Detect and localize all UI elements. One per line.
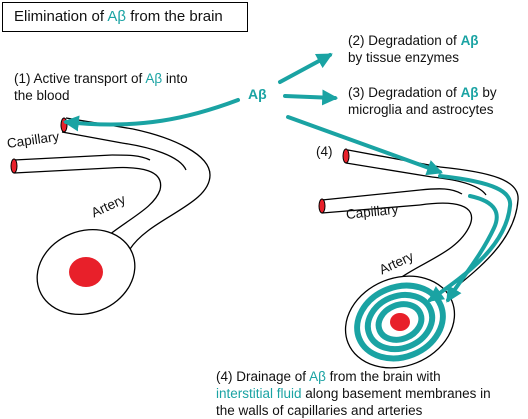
right-artery-drainage-rings: [354, 282, 446, 362]
right-artery-lumen: [390, 313, 410, 331]
step4-interstitial-fluid: interstitial fluid: [216, 386, 302, 401]
arrow-active-transport: [62, 98, 240, 132]
right-capillary-upper-opening: [342, 148, 350, 164]
left-artery-lumen: [69, 257, 103, 287]
step4-marker: (4): [316, 144, 333, 159]
left-capillary-lower-top-wall: [13, 154, 113, 161]
step3-line2: microglia and astrocytes: [348, 102, 494, 117]
step2-abeta: Aβ: [460, 33, 479, 48]
left-artery-upper-wall: [129, 128, 211, 250]
abeta-center-label: Aβ: [248, 86, 267, 102]
right-capillary-upper-bottom-wall: [345, 162, 433, 178]
right-capillary-lower-top-wall: [321, 189, 421, 201]
step3-line1-prefix: (3) Degradation of: [348, 85, 461, 100]
left-capillary-upper-bottom-wall: [61, 131, 123, 144]
step3-abeta: Aβ: [460, 85, 479, 100]
step2-line1-prefix: (2) Degradation of: [348, 33, 461, 48]
step1-line1-suffix: into: [162, 71, 188, 86]
title-prefix: Elimination of: [14, 8, 108, 25]
step2-line2: by tissue enzymes: [348, 50, 460, 65]
step1-line1-prefix: (1) Active transport of: [14, 71, 146, 86]
step4-label: (4) Drainage of Aβ from the brain with i…: [216, 368, 491, 419]
left-capillary-lower-opening: [10, 158, 18, 174]
right-artery-upper-wall: [439, 166, 519, 301]
arrow-microglia: [283, 89, 339, 106]
step4-line3: the walls of capillaries and arteries: [216, 403, 423, 418]
step4-line1-suffix: from the brain with: [325, 369, 441, 384]
diagram-title: Elimination of Aβ from the brain: [2, 2, 248, 32]
title-suffix: from the brain: [126, 8, 223, 25]
step3-line1-suffix: by: [478, 85, 497, 100]
arrow-drainage-wall-inner: [446, 194, 499, 303]
step1-label: (1) Active transport of Aβ into the bloo…: [14, 70, 188, 104]
right-capillary-upper-top-wall: [347, 149, 441, 168]
step2-label: (2) Degradation of Aβ by tissue enzymes: [348, 32, 479, 66]
right-capillary-lower-opening: [318, 198, 326, 214]
step1-line2: the blood: [14, 88, 70, 103]
arrow-tissue-enzymes: [278, 53, 333, 84]
step4-abeta: Aβ: [309, 369, 326, 384]
right-capillary-lower-bottom-wall: [321, 204, 421, 214]
step4-line1-prefix: (4) Drainage of: [216, 369, 310, 384]
step1-abeta: Aβ: [145, 71, 163, 86]
left-capillary-lower-bottom-wall: [13, 167, 111, 174]
arrow-drainage-entry: [286, 115, 444, 176]
step4-line2-suffix: along basement membranes in: [301, 386, 491, 401]
title-abeta: Aβ: [107, 8, 127, 25]
step3-label: (3) Degradation of Aβ by microglia and a…: [348, 84, 497, 118]
